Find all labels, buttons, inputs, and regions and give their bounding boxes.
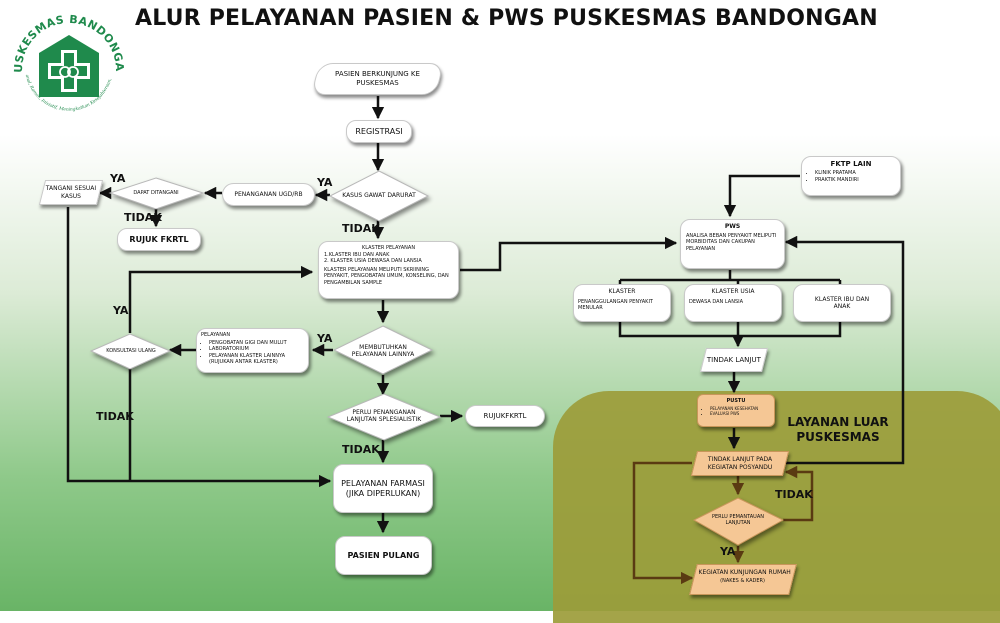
node-klaster-c: KLASTER IBU DAN ANAK <box>793 284 891 322</box>
node-posyandu-label: TINDAK LANJUT PADA KEGIATAN POSYANDU <box>707 456 773 471</box>
node-klaster-a: KLASTER PENANGGULANGAN PENYAKIT MENULAR <box>573 284 671 322</box>
node-pws: PWS ANALISA BEBAN PENYAKIT MELIPUTI MORB… <box>680 219 785 269</box>
diamond-dapat-ditangani <box>108 177 205 210</box>
label-tidak-pemantauan: TIDAK <box>775 488 813 501</box>
label-tidak-konsultasi: TIDAK <box>96 410 134 423</box>
pelayanan-item-1: PENGOBATAN GIGI DAN MULUT <box>209 340 304 347</box>
pws-desc: ANALISA BEBAN PENYAKIT MELIPUTI MORBIDIT… <box>686 232 777 252</box>
node-rujuk-fkrtl: RUJUK FKRTL <box>117 228 201 251</box>
fktp-title: FKTP LAIN <box>830 160 872 168</box>
klaster-b-title: KLASTER USIA <box>711 288 755 295</box>
membutuhkan-text: MEMBUTUHKAN PELAYANAN LAINNYA <box>351 343 415 359</box>
diamond-membutuhkan <box>332 325 434 375</box>
spesialistik-text: PERLU PENANGANAN LANJUTAN SPLESIALISTIK <box>346 408 422 424</box>
klaster-b-desc: DEWASA DAN LANSIA <box>689 298 744 305</box>
edge-klaster-pws <box>460 236 678 272</box>
diamond-pemantauan <box>692 497 785 546</box>
klaster-item-2: 2. KLASTER USIA DEWASA DAN LANSIA <box>324 258 422 264</box>
node-klaster-b: KLASTER USIA DEWASA DAN LANSIA <box>684 284 782 322</box>
pustu-item-1: PELAYANAN KESEHATAN <box>710 406 770 411</box>
diamond-kasus-gd <box>328 170 430 222</box>
diamond-spesialistik <box>326 393 442 441</box>
edge-pws-branch <box>618 270 842 286</box>
node-registrasi-label: REGISTRASI <box>355 126 403 136</box>
node-tindak-lanjut-label: TINDAK LANJUT <box>707 355 761 364</box>
node-kunjungan-label: KEGIATAN KUNJUNGAN RUMAH <box>698 569 791 576</box>
node-registrasi: REGISTRASI <box>346 120 412 143</box>
pelayanan-item-3: PELAYANAN KLASTER LAINNYA (RUJUKAN ANTAR… <box>209 353 304 366</box>
node-start: PASIEN BERKUNJUNG KE PUSKESMAS <box>311 63 444 95</box>
dapat-ditangani-text: DAPAT DITANGANI <box>133 189 179 196</box>
label-tidak-dapat: TIDAK <box>124 211 162 224</box>
label-ya-dapat: YA <box>110 172 126 185</box>
klaster-title: KLASTER PELAYANAN <box>361 245 416 251</box>
node-farmasi-label: PELAYANAN FARMASI (JIKA DIPERLUKAN) <box>341 478 425 498</box>
pemantauan-text: PERLU PEMANTAUAN LANJUTAN <box>712 513 764 527</box>
label-ya-pemantauan: YA <box>720 545 736 558</box>
node-pulang: PASIEN PULANG <box>335 536 432 575</box>
node-tangani: TANGANI SESUAI KASUS <box>38 180 104 205</box>
pustu-item-2: EVALUASI PWS <box>710 411 770 416</box>
klaster-item-1: 1.KLASTER IBU DAN ANAK <box>324 251 390 258</box>
edge-klaster-tindak <box>618 322 842 346</box>
edge-tangani-farmasi <box>66 207 332 488</box>
node-pelayanan-lain: PELAYANAN PENGOBATAN GIGI DAN MULUT LABO… <box>196 328 309 373</box>
node-farmasi: PELAYANAN FARMASI (JIKA DIPERLUKAN) <box>333 464 433 513</box>
edge-posyandu-pws <box>784 235 905 465</box>
klaster-a-title: KLASTER <box>608 288 636 295</box>
edge-pemantauan-posyandu <box>783 465 814 522</box>
node-rujukfkrtl-label: RUJUKFKRTL <box>483 411 527 420</box>
node-kunjungan: KEGIATAN KUNJUNGAN RUMAH (NAKES & KADER) <box>689 564 797 595</box>
node-rujukfkrtl: RUJUKFKRTL <box>465 405 545 427</box>
node-klaster-pelayanan: KLASTER PELAYANAN 1.KLASTER IBU DAN ANAK… <box>318 241 459 299</box>
klaster-a-desc: PENANGGULANGAN PENYAKIT MENULAR <box>578 298 653 312</box>
node-tangani-label: TANGANI SESUAI KASUS <box>45 185 97 200</box>
label-ya-konsultasi: YA <box>113 304 129 317</box>
zone-label: LAYANAN LUAR PUSKESMAS <box>787 415 889 444</box>
puskesmas-logo: PUSKESMAS BANDONGAN Profesional, Ramah, … <box>4 2 131 130</box>
node-rujuk-fkrtl-label: RUJUK FKRTL <box>129 234 189 244</box>
node-ugd-label: PENANGANAN UGD/RB <box>234 190 303 198</box>
konsultasi-text: KONSULTASI ULANG <box>106 347 156 354</box>
node-tindak-lanjut: TINDAK LANJUT <box>700 348 768 372</box>
label-ya-gd: YA <box>317 176 333 189</box>
label-tidak-spesialistik: TIDAK <box>342 443 380 456</box>
node-pustu: PUSTU PELAYANAN KESEHATAN EVALUASI PWS <box>697 394 775 427</box>
page-title: ALUR PELAYANAN PASIEN & PWS PUSKESMAS BA… <box>135 6 878 31</box>
pws-title: PWS <box>724 223 741 230</box>
node-ugd: PENANGANAN UGD/RB <box>222 183 315 206</box>
label-ya-membutuhkan: YA <box>317 332 333 345</box>
kasus-gd-text: KASUS GAWAT DARURAT <box>342 192 416 200</box>
node-posyandu: TINDAK LANJUT PADA KEGIATAN POSYANDU <box>690 451 790 476</box>
edge-posyandu-kunjungan <box>632 461 694 585</box>
pelayanan-item-2: LABORATORIUM <box>209 346 304 353</box>
node-kunjungan-sub: (NAKES & KADER) <box>720 577 766 584</box>
pelayanan-title: PELAYANAN <box>201 332 231 338</box>
pustu-title: PUSTU <box>726 398 746 404</box>
klaster-note: KLASTER PELAYANAN MELIPUTI SKRIINING PEN… <box>324 266 449 286</box>
node-start-label: PASIEN BERKUNJUNG KE PUSKESMAS <box>335 70 420 87</box>
node-fktp-lain: FKTP LAIN KLINIK PRATAMA PRAKTIK MANDIRI <box>801 156 901 196</box>
fktp-item-1: KLINIK PRATAMA <box>815 170 895 177</box>
fktp-item-2: PRAKTIK MANDIRI <box>815 177 895 184</box>
edge-fktp-pws <box>723 174 800 218</box>
diamond-konsultasi <box>89 333 172 370</box>
label-tidak-gd: TIDAK <box>342 222 380 235</box>
edge-konsultasi-klaster <box>128 265 314 333</box>
node-klaster-c-label: KLASTER IBU DAN ANAK <box>814 295 870 311</box>
node-pulang-label: PASIEN PULANG <box>347 550 420 560</box>
